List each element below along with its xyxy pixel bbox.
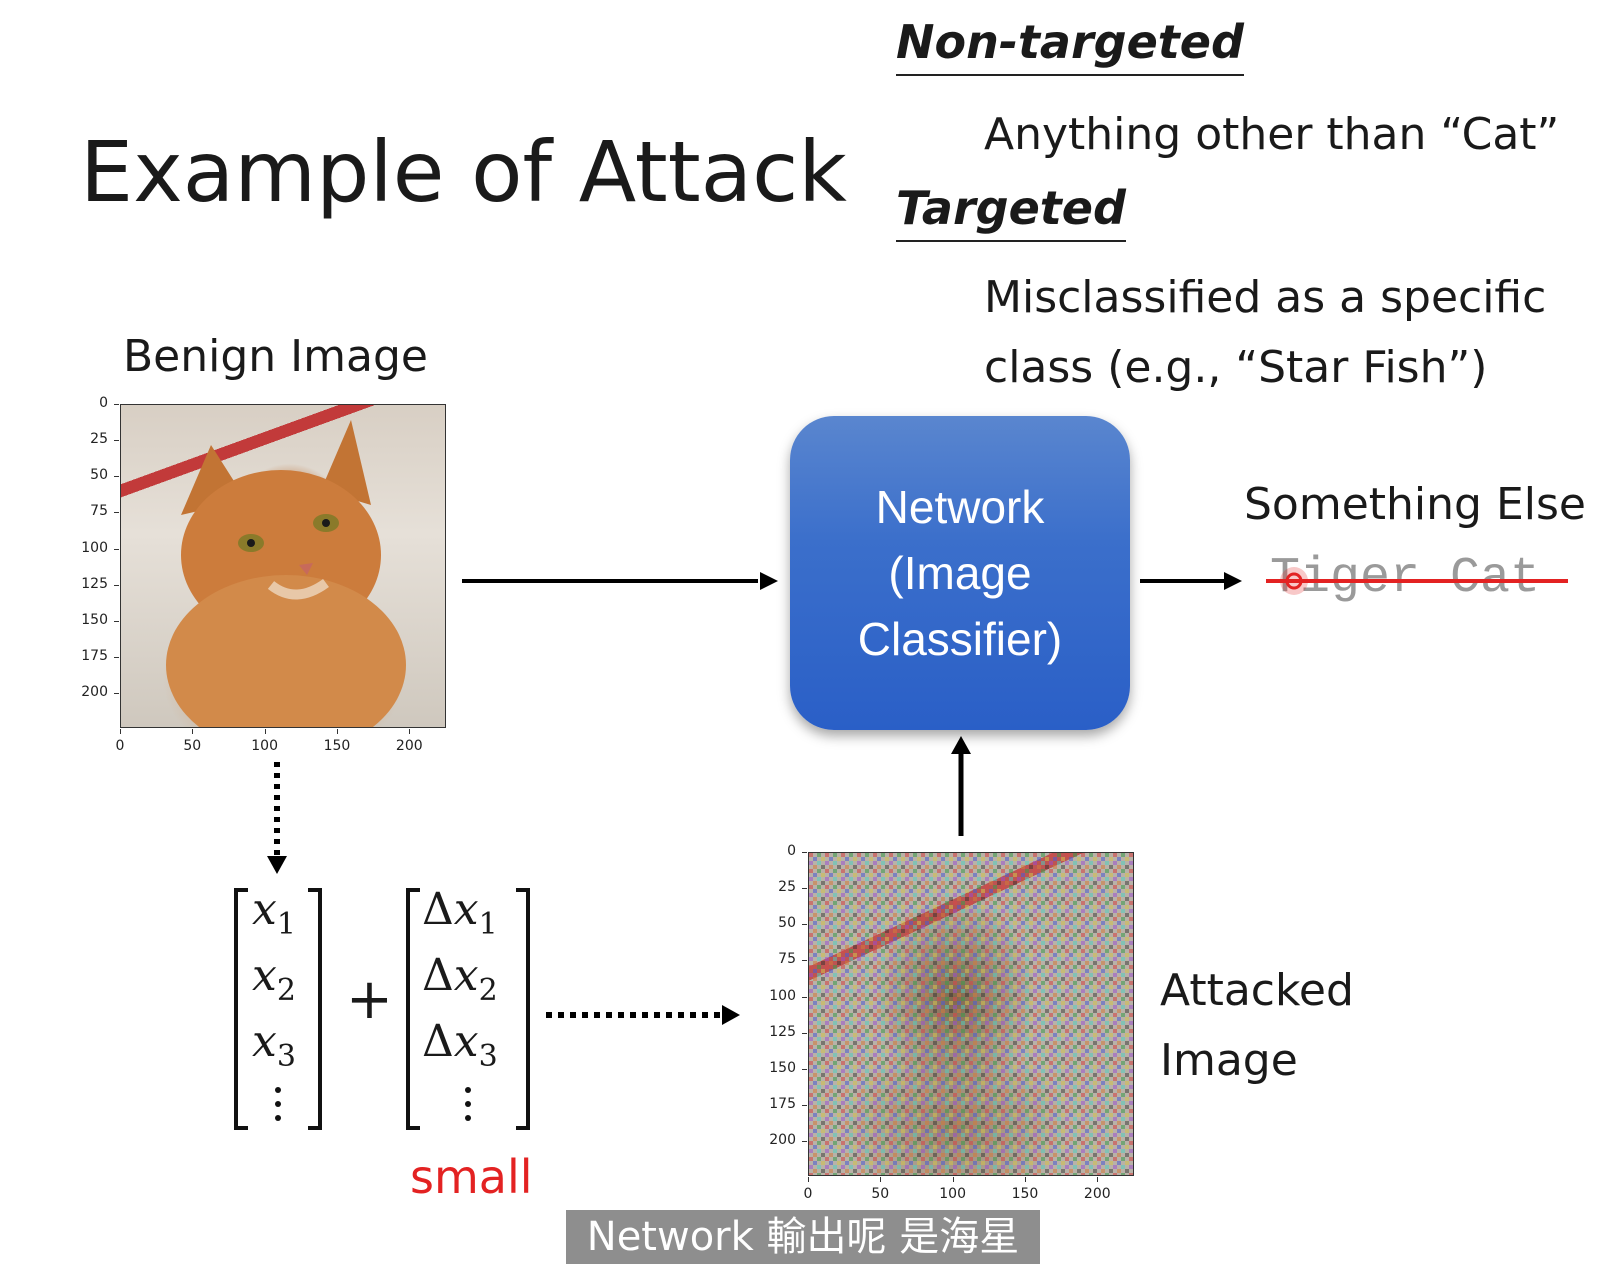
attacked-ytick-mark [802,1032,807,1034]
vector-dx3: Δx3 [422,1016,498,1074]
attacked-label-line2: Image [1160,1035,1298,1086]
dotted-arrow-right [546,1005,740,1025]
benign-ytick-label: 125 [81,575,108,592]
classifier-line3: Classifier) [857,613,1063,665]
benign-ytick-label: 50 [90,467,108,484]
attacked-cat-image [808,852,1134,1176]
benign-image-label: Benign Image [123,331,428,382]
attacked-ytick-label: 50 [778,915,796,932]
arrow-classifier-to-output [1140,572,1242,590]
vector-x2: x2 [252,950,296,1008]
vector-delta-x-brackets [406,888,530,1130]
attacked-ytick-mark [802,1068,807,1070]
attacked-xtick-mark [808,1177,809,1182]
attacked-ytick-mark [802,1105,807,1107]
attacked-ytick-mark [802,1141,807,1143]
benign-xtick-mark [409,729,411,734]
benign-xtick-label: 100 [251,738,278,754]
benign-cat-image [120,404,446,728]
video-subtitle: Network 輸出呢 是海星 [566,1210,1040,1264]
dotted-arrow-down [267,762,287,874]
arrow-benign-to-classifier [462,572,778,590]
benign-xtick-mark [336,729,338,734]
benign-ytick-label: 150 [81,611,108,628]
benign-ytick-mark [114,620,119,622]
benign-ytick-label: 25 [90,431,108,448]
slide-title: Example of Attack [80,123,847,221]
benign-ytick-label: 75 [90,503,108,520]
attacked-ytick-label: 125 [769,1023,796,1040]
noise-pattern [809,853,1133,1175]
attacked-ytick-mark [802,924,807,926]
attacked-ytick-mark [802,960,807,962]
cat-illustration [166,420,406,727]
targeted-heading: Targeted [896,180,1126,242]
benign-ytick-mark [114,440,119,442]
benign-xtick-mark [264,729,266,734]
attacked-xtick-mark [1024,1177,1026,1182]
attacked-ytick-label: 150 [769,1059,796,1076]
benign-ytick-mark [114,404,119,405]
vector-x3: x3 [252,1016,296,1074]
attacked-ytick-label: 25 [778,879,796,896]
attacked-ytick-label: 175 [769,1096,796,1113]
vector-dx1: Δx1 [422,884,498,942]
attacked-xtick-label: 0 [803,1186,813,1202]
small-label: small [410,1150,533,1204]
vector-x-brackets [234,888,322,1130]
targeted-text-line2: class (e.g., “Star Fish”) [984,342,1488,393]
attacked-xtick-label: 150 [1011,1186,1039,1202]
classifier-line1: Network [875,481,1045,533]
strikethrough-line [1266,567,1568,595]
vector-x: x1 x2 x3 [228,884,328,1134]
attacked-xtick-mark [1097,1177,1099,1182]
benign-ytick-label: 100 [81,539,108,556]
benign-ytick-label: 0 [99,395,108,411]
attacked-xtick-label: 50 [871,1186,890,1202]
attacked-ytick-label: 75 [778,951,796,968]
classifier-line2: (Image [888,547,1032,599]
attacked-ytick-label: 200 [769,1132,796,1149]
benign-ytick-mark [114,693,119,695]
attacked-xtick-mark [952,1177,954,1182]
vector-x1: x1 [252,884,296,942]
benign-ytick-label: 175 [81,648,108,665]
benign-xtick-label: 0 [115,738,125,754]
attacked-ytick-mark [802,996,807,998]
tiger-cat-struck-label: Tiger Cat [1270,550,1541,607]
attacked-ytick-mark [802,852,807,853]
benign-ytick-mark [114,548,119,550]
network-image-classifier-box: Network (Image Classifier) [790,416,1130,730]
targeted-text-line1: Misclassified as a specific [984,272,1547,323]
attacked-ytick-label: 100 [769,987,796,1004]
benign-xtick-label: 150 [323,738,351,754]
non-targeted-heading: Non-targeted [896,14,1244,76]
attacked-ytick-label: 0 [787,843,796,859]
plus-sign: + [346,967,393,1032]
attacked-label-line1: Attacked [1160,965,1354,1016]
attacked-ytick-mark [802,888,807,890]
benign-ytick-mark [114,584,119,586]
non-targeted-text: Anything other than “Cat” [984,109,1560,160]
benign-xtick-mark [120,729,121,734]
benign-ytick-mark [114,476,119,478]
benign-xtick-mark [192,729,194,734]
benign-ytick-label: 200 [81,684,108,701]
benign-ytick-mark [114,512,119,514]
benign-xtick-label: 50 [183,738,202,754]
vector-dx2: Δx2 [422,950,498,1008]
arrow-attacked-to-classifier [951,736,971,836]
benign-ytick-mark [114,657,119,659]
benign-xtick-label: 200 [395,738,423,754]
something-else-label: Something Else [1244,479,1586,530]
attacked-xtick-mark [880,1177,882,1182]
vector-delta-x: Δx1 Δx2 Δx3 [400,884,536,1134]
attacked-xtick-label: 200 [1083,1186,1111,1202]
attacked-xtick-label: 100 [939,1186,966,1202]
